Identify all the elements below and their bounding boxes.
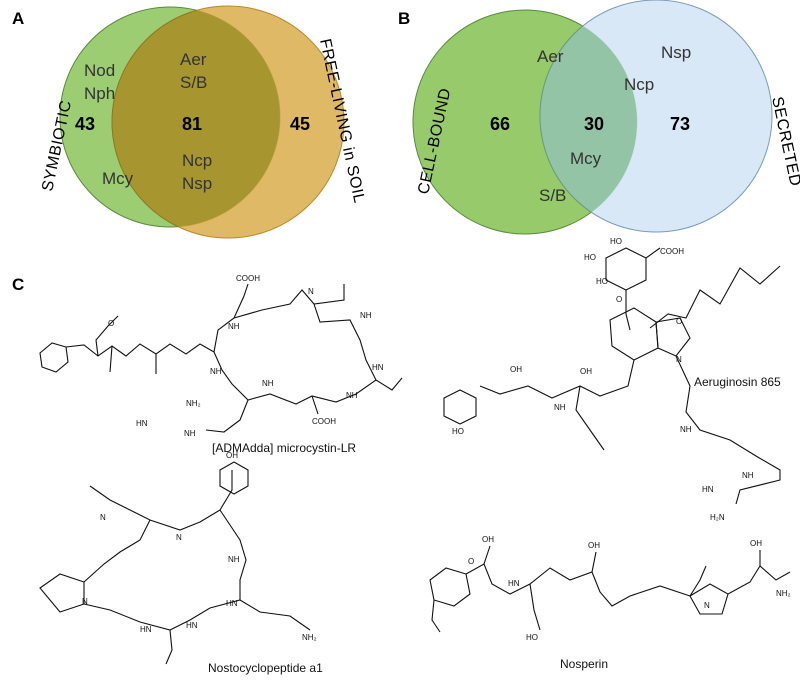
atom-hn-guan: HN <box>136 419 148 428</box>
atom-nh-a2: NH <box>680 425 692 434</box>
atom-nh-5: NH <box>262 379 274 388</box>
item-sb-b: S/B <box>539 186 566 205</box>
panel-label-b: B <box>398 9 410 28</box>
count-overlap-a: 81 <box>182 114 202 134</box>
atom-o-a2: O <box>676 317 682 326</box>
atom-nh-6: NH <box>210 367 222 376</box>
item-nsp-a: Nsp <box>182 174 212 193</box>
item-nsp-b: Nsp <box>661 43 691 62</box>
panel-label-c: C <box>12 275 24 294</box>
atom-nh2-guan: NH₂ <box>186 399 201 408</box>
venn-a: A SYMBIOTIC FREE-LIVING in SOIL Nod Nph … <box>12 5 368 239</box>
panel-label-a: A <box>12 9 24 28</box>
atom-n-nos5: N <box>82 597 88 606</box>
atom-oh-nos: OH <box>226 451 238 460</box>
atom-h2n-a: H₂N <box>710 513 725 522</box>
atom-cooh-a: COOH <box>660 247 684 256</box>
item-mcy-a: Mcy <box>102 169 134 188</box>
molecule-name-aeruginosin: Aeruginosin 865 <box>694 375 781 389</box>
atom-cooh-1: COOH <box>236 274 260 283</box>
atom-nh-2: NH <box>360 311 372 320</box>
nosperin-structure: O OH OH OH HN N NH₂ HO Nosperin <box>429 535 791 671</box>
atom-hn-nos4: HN <box>226 599 238 608</box>
item-ncp-b: Ncp <box>624 75 654 94</box>
item-aer-b: Aer <box>537 47 564 66</box>
item-sb-a: S/B <box>180 73 207 92</box>
item-nod: Nod <box>84 61 115 80</box>
atom-hn-a2: HN <box>702 485 714 494</box>
aeruginosin-structure: HO HO HO COOH O O N OH OH NH NH HO HN H₂… <box>443 237 781 522</box>
atom-hn-3: HN <box>372 363 384 372</box>
item-nph: Nph <box>84 84 115 103</box>
count-free-living: 45 <box>290 114 310 134</box>
atom-n-nsp: N <box>704 601 710 610</box>
atom-cooh-2: COOH <box>312 417 336 426</box>
atom-oh-a2: HO <box>584 253 596 262</box>
molecule-name-nostocyclopeptide: Nostocyclopeptide a1 <box>208 661 323 675</box>
atom-ho-nsp: HO <box>526 633 538 642</box>
atom-o-nsp: O <box>468 557 474 566</box>
atom-ho-a: OH <box>580 367 592 376</box>
nostocyclopeptide-structure: OH N N NH HN N HN HN NH₂ Nostocyclopepti… <box>39 451 323 675</box>
atom-n-a: N <box>676 355 682 364</box>
item-mcy-b: Mcy <box>570 149 602 168</box>
atom-nh-a3: NH <box>742 471 754 480</box>
overlap-b <box>539 10 637 233</box>
count-overlap-b: 30 <box>584 114 604 134</box>
molecule-name-nosperin: Nosperin <box>560 657 608 671</box>
count-cell-bound: 66 <box>490 114 510 134</box>
atom-nh2-nos: NH₂ <box>302 633 317 642</box>
atom-hn-nos7: HN <box>186 621 198 630</box>
overlap-a <box>111 7 280 227</box>
atom-nh-4: NH <box>346 391 358 400</box>
item-aer-a: Aer <box>180 50 207 69</box>
atom-hn-a: OH <box>510 365 522 374</box>
count-secreted: 73 <box>670 114 690 134</box>
item-ncp-a: Ncp <box>182 151 212 170</box>
atom-n-nos1: N <box>100 513 106 522</box>
count-symbiotic: 43 <box>75 114 95 134</box>
atom-o-a: O <box>616 295 622 304</box>
atom-hn-nsp: HN <box>508 579 520 588</box>
atom-nh-nos3: NH <box>228 555 240 564</box>
atom-oh-nsp1: OH <box>482 535 494 544</box>
atom-hn-nos6: HN <box>140 625 152 634</box>
atom-oh-nsp2: OH <box>588 541 600 550</box>
atom-oh-nsp3: OH <box>750 539 762 548</box>
atom-n-1: NH <box>228 322 240 331</box>
atom-n-nos2: N <box>176 533 182 542</box>
atom-oh-a3: HO <box>596 277 608 286</box>
secreted-label: SECRETED <box>768 95 800 188</box>
venn-b: B CELL-BOUND SECRETED Aer Nsp Ncp 66 30 … <box>398 0 800 235</box>
atom-nh2-nsp: NH₂ <box>776 589 791 598</box>
atom-oh-a1: HO <box>610 237 622 246</box>
molecule-name-microcystin: [ADMAdda] microcystin-LR <box>212 441 356 455</box>
microcystin-structure: O COOH NH N NH HN NH NH NH COOH NH₂ HN N… <box>39 274 403 455</box>
atom-nh-a: NH <box>554 403 566 412</box>
atom-o-acetyl: O <box>108 319 114 328</box>
atom-n-2: N <box>308 287 314 296</box>
atom-n-guan: NH <box>184 429 196 438</box>
atom-ho-phenol-a: HO <box>452 427 464 436</box>
